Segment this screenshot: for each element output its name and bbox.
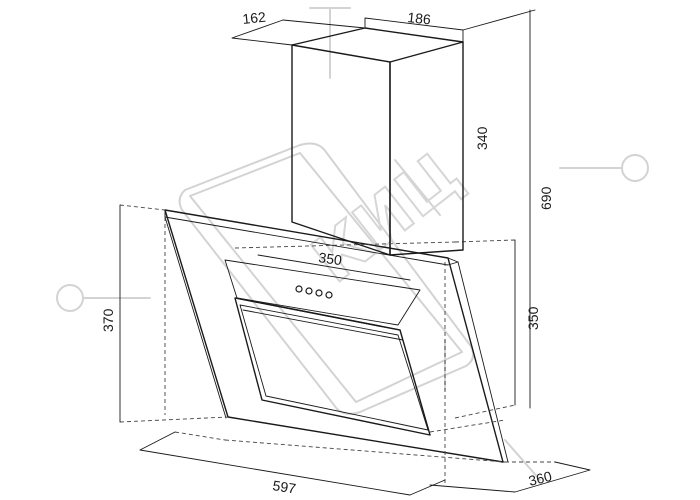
dim-total-height: 690: [538, 186, 554, 210]
control-button-2[interactable]: [305, 287, 313, 295]
watermark-text: КИЦ: [299, 138, 475, 298]
dim-hood-top-width: 350: [318, 249, 344, 268]
control-button-1[interactable]: [295, 285, 303, 293]
control-button-3[interactable]: [315, 289, 323, 297]
dim-chimney-width: 186: [407, 9, 432, 27]
control-button-4[interactable]: [325, 291, 333, 299]
filter-rail: [235, 297, 401, 331]
dim-hood-depth: 360: [527, 468, 554, 489]
dim-chimney-depth: 162: [242, 9, 267, 27]
filter-rail-lower: [242, 309, 404, 341]
inner-panel-top: [224, 259, 421, 326]
inner-panel: [234, 297, 431, 436]
hidden-lines: [119, 204, 555, 485]
watermark: КИЦ: [56, 7, 649, 481]
inner-panel-frame: [239, 304, 429, 431]
dimension-labels: 162 186 340 690 350 370 350 597 360: [100, 9, 554, 497]
dim-hood-depth-height: 350: [525, 306, 541, 330]
chimney-top-back-edges: [291, 27, 464, 46]
dim-hood-height: 370: [100, 308, 116, 332]
hood-body: [224, 259, 431, 436]
glass-right-side: [447, 257, 509, 463]
control-panel: [295, 285, 333, 299]
dim-hood-width: 597: [272, 477, 298, 496]
dimension-lines: [119, 9, 591, 496]
glass-thickness-top: [164, 216, 459, 266]
dim-chimney-height: 340: [474, 126, 490, 150]
